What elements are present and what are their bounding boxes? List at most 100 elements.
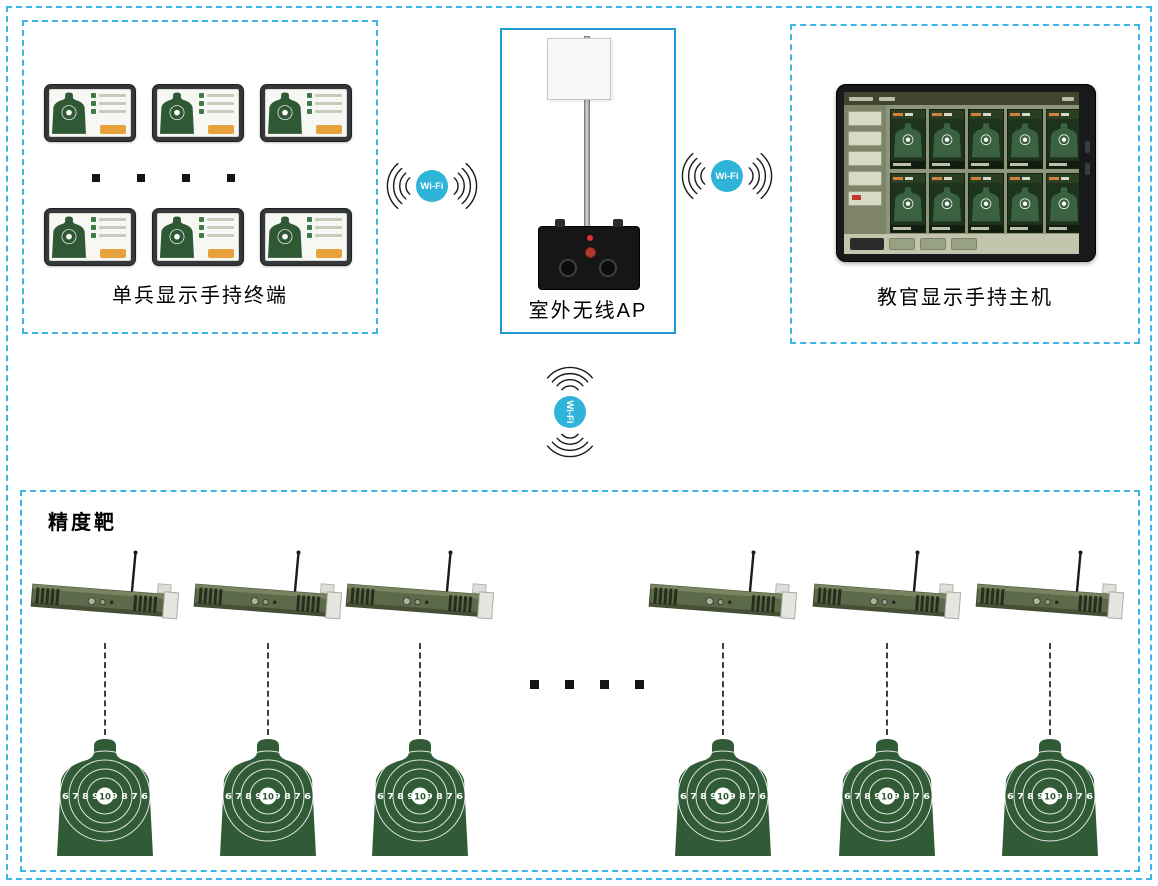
text-placeholder-bar xyxy=(207,217,234,222)
text-placeholder-bar xyxy=(879,96,895,101)
terminal-result-list xyxy=(304,214,346,260)
instructor-tablet-device xyxy=(836,84,1096,262)
bullet-icon xyxy=(199,101,204,106)
wifi-icon: Wi-Fi xyxy=(539,363,601,461)
ap-power-led xyxy=(587,235,593,241)
connection-line xyxy=(1049,643,1051,735)
text-placeholder-bar xyxy=(99,93,126,98)
terminal-screen xyxy=(265,213,347,261)
target-lifter-device xyxy=(812,550,962,620)
sidebar-button xyxy=(848,171,882,186)
bullseye-circle xyxy=(259,787,277,805)
target-card xyxy=(968,109,1004,169)
bullet-icon xyxy=(307,225,312,230)
text-placeholder-bar xyxy=(315,93,342,98)
target-lane: 6 7 8 9 10 9 8 7 6 xyxy=(648,548,798,856)
silhouette-target: 6 7 8 9 10 9 8 7 6 xyxy=(57,739,153,856)
target-card xyxy=(929,109,965,169)
target-card-header xyxy=(969,174,1003,183)
ap-port xyxy=(559,259,577,277)
bullet-icon xyxy=(91,101,96,106)
terminal-list-row xyxy=(307,101,342,106)
wifi-link-right: Wi-Fi xyxy=(678,145,776,207)
text-placeholder-bar xyxy=(932,113,942,116)
dot xyxy=(635,680,644,689)
target-card-body xyxy=(1008,119,1042,161)
sidebar-button xyxy=(848,151,882,166)
targets-group-box: 精度靶 xyxy=(20,490,1140,872)
terminal-list-row xyxy=(91,109,126,114)
bullet-icon xyxy=(199,93,204,98)
ap-label: 室外无线AP xyxy=(528,300,648,322)
target-card-body xyxy=(930,119,964,161)
target-card-footer xyxy=(1008,161,1042,168)
wifi-waves-right-icon xyxy=(546,433,594,458)
terminal-target-thumbnail xyxy=(268,92,302,134)
instructor-label: 教官显示手持主机 xyxy=(877,287,1053,309)
text-placeholder-bar xyxy=(1022,113,1030,116)
wifi-label: Wi-Fi xyxy=(420,180,444,192)
bullseye-circle xyxy=(411,787,429,805)
text-placeholder-bar xyxy=(207,233,234,238)
lifter-antenna-icon xyxy=(912,551,919,593)
lifter-antenna-icon xyxy=(445,551,452,593)
target-lane: 6 7 8 9 10 9 8 7 6 xyxy=(193,548,343,856)
bullseye-number: 10 xyxy=(881,793,893,803)
ap-control-box xyxy=(538,219,640,290)
silhouette-target: 6 7 8 9 10 9 8 7 6 xyxy=(839,739,935,856)
bullseye-circle xyxy=(1041,787,1059,805)
sidebar-button xyxy=(848,111,882,126)
handheld-terminal-device xyxy=(152,84,244,142)
target-card-footer xyxy=(930,225,964,232)
text-placeholder-bar xyxy=(1061,113,1069,116)
text-placeholder-bar xyxy=(1049,177,1059,180)
target-lane-3: 6 7 8 9 10 9 8 7 6 xyxy=(345,548,495,856)
terminal-screen xyxy=(49,213,131,261)
bullet-icon xyxy=(91,109,96,114)
text-placeholder-bar xyxy=(315,217,342,222)
terminal-list-row xyxy=(91,225,126,230)
text-placeholder-bar xyxy=(99,101,126,106)
wifi-badge: Wi-Fi xyxy=(554,396,586,428)
target-lane: 6 7 8 9 10 9 8 7 6 xyxy=(30,548,180,856)
target-card-body xyxy=(891,183,925,225)
terminal-list-row xyxy=(307,225,342,230)
bezel-button xyxy=(1085,141,1090,153)
target-lane: 6 7 8 9 10 9 8 7 6 xyxy=(345,548,495,856)
text-placeholder-bar xyxy=(315,109,342,114)
bullseye-number: 10 xyxy=(1044,793,1056,803)
terminal-result-list xyxy=(88,214,130,260)
bullet-icon xyxy=(91,233,96,238)
target-card xyxy=(1007,109,1043,169)
terminal-screen xyxy=(157,89,239,137)
terminal-result-list xyxy=(88,90,130,136)
target-card-header xyxy=(891,110,925,119)
target-card-header xyxy=(1008,174,1042,183)
text-placeholder-bar xyxy=(207,109,234,114)
terminal-list-row xyxy=(91,233,126,238)
card-target-thumbnail xyxy=(1050,123,1078,158)
bullet-icon xyxy=(307,101,312,106)
dot xyxy=(227,174,235,182)
target-card xyxy=(929,173,965,233)
dot xyxy=(530,680,539,689)
screen-header-bar xyxy=(844,92,1079,105)
text-placeholder-bar xyxy=(99,217,126,222)
wifi-waves-right-icon xyxy=(748,152,773,200)
ring-numbers-right: 9 8 7 6 xyxy=(274,792,311,801)
target-card-body xyxy=(891,119,925,161)
text-placeholder-bar xyxy=(207,225,234,230)
card-target-thumbnail xyxy=(1011,123,1039,158)
target-card-footer xyxy=(1047,161,1079,168)
screen-sidebar xyxy=(844,105,886,234)
screen-footer-bar xyxy=(844,234,1079,254)
bullet-icon xyxy=(307,217,312,222)
footer-input xyxy=(850,238,884,250)
dot xyxy=(182,174,190,182)
bullseye-number: 10 xyxy=(717,793,729,803)
target-card xyxy=(968,173,1004,233)
dot xyxy=(92,174,100,182)
ellipsis-dots xyxy=(92,174,235,182)
text-placeholder-bar xyxy=(1010,177,1020,180)
terminal-target-thumbnail xyxy=(160,216,194,258)
